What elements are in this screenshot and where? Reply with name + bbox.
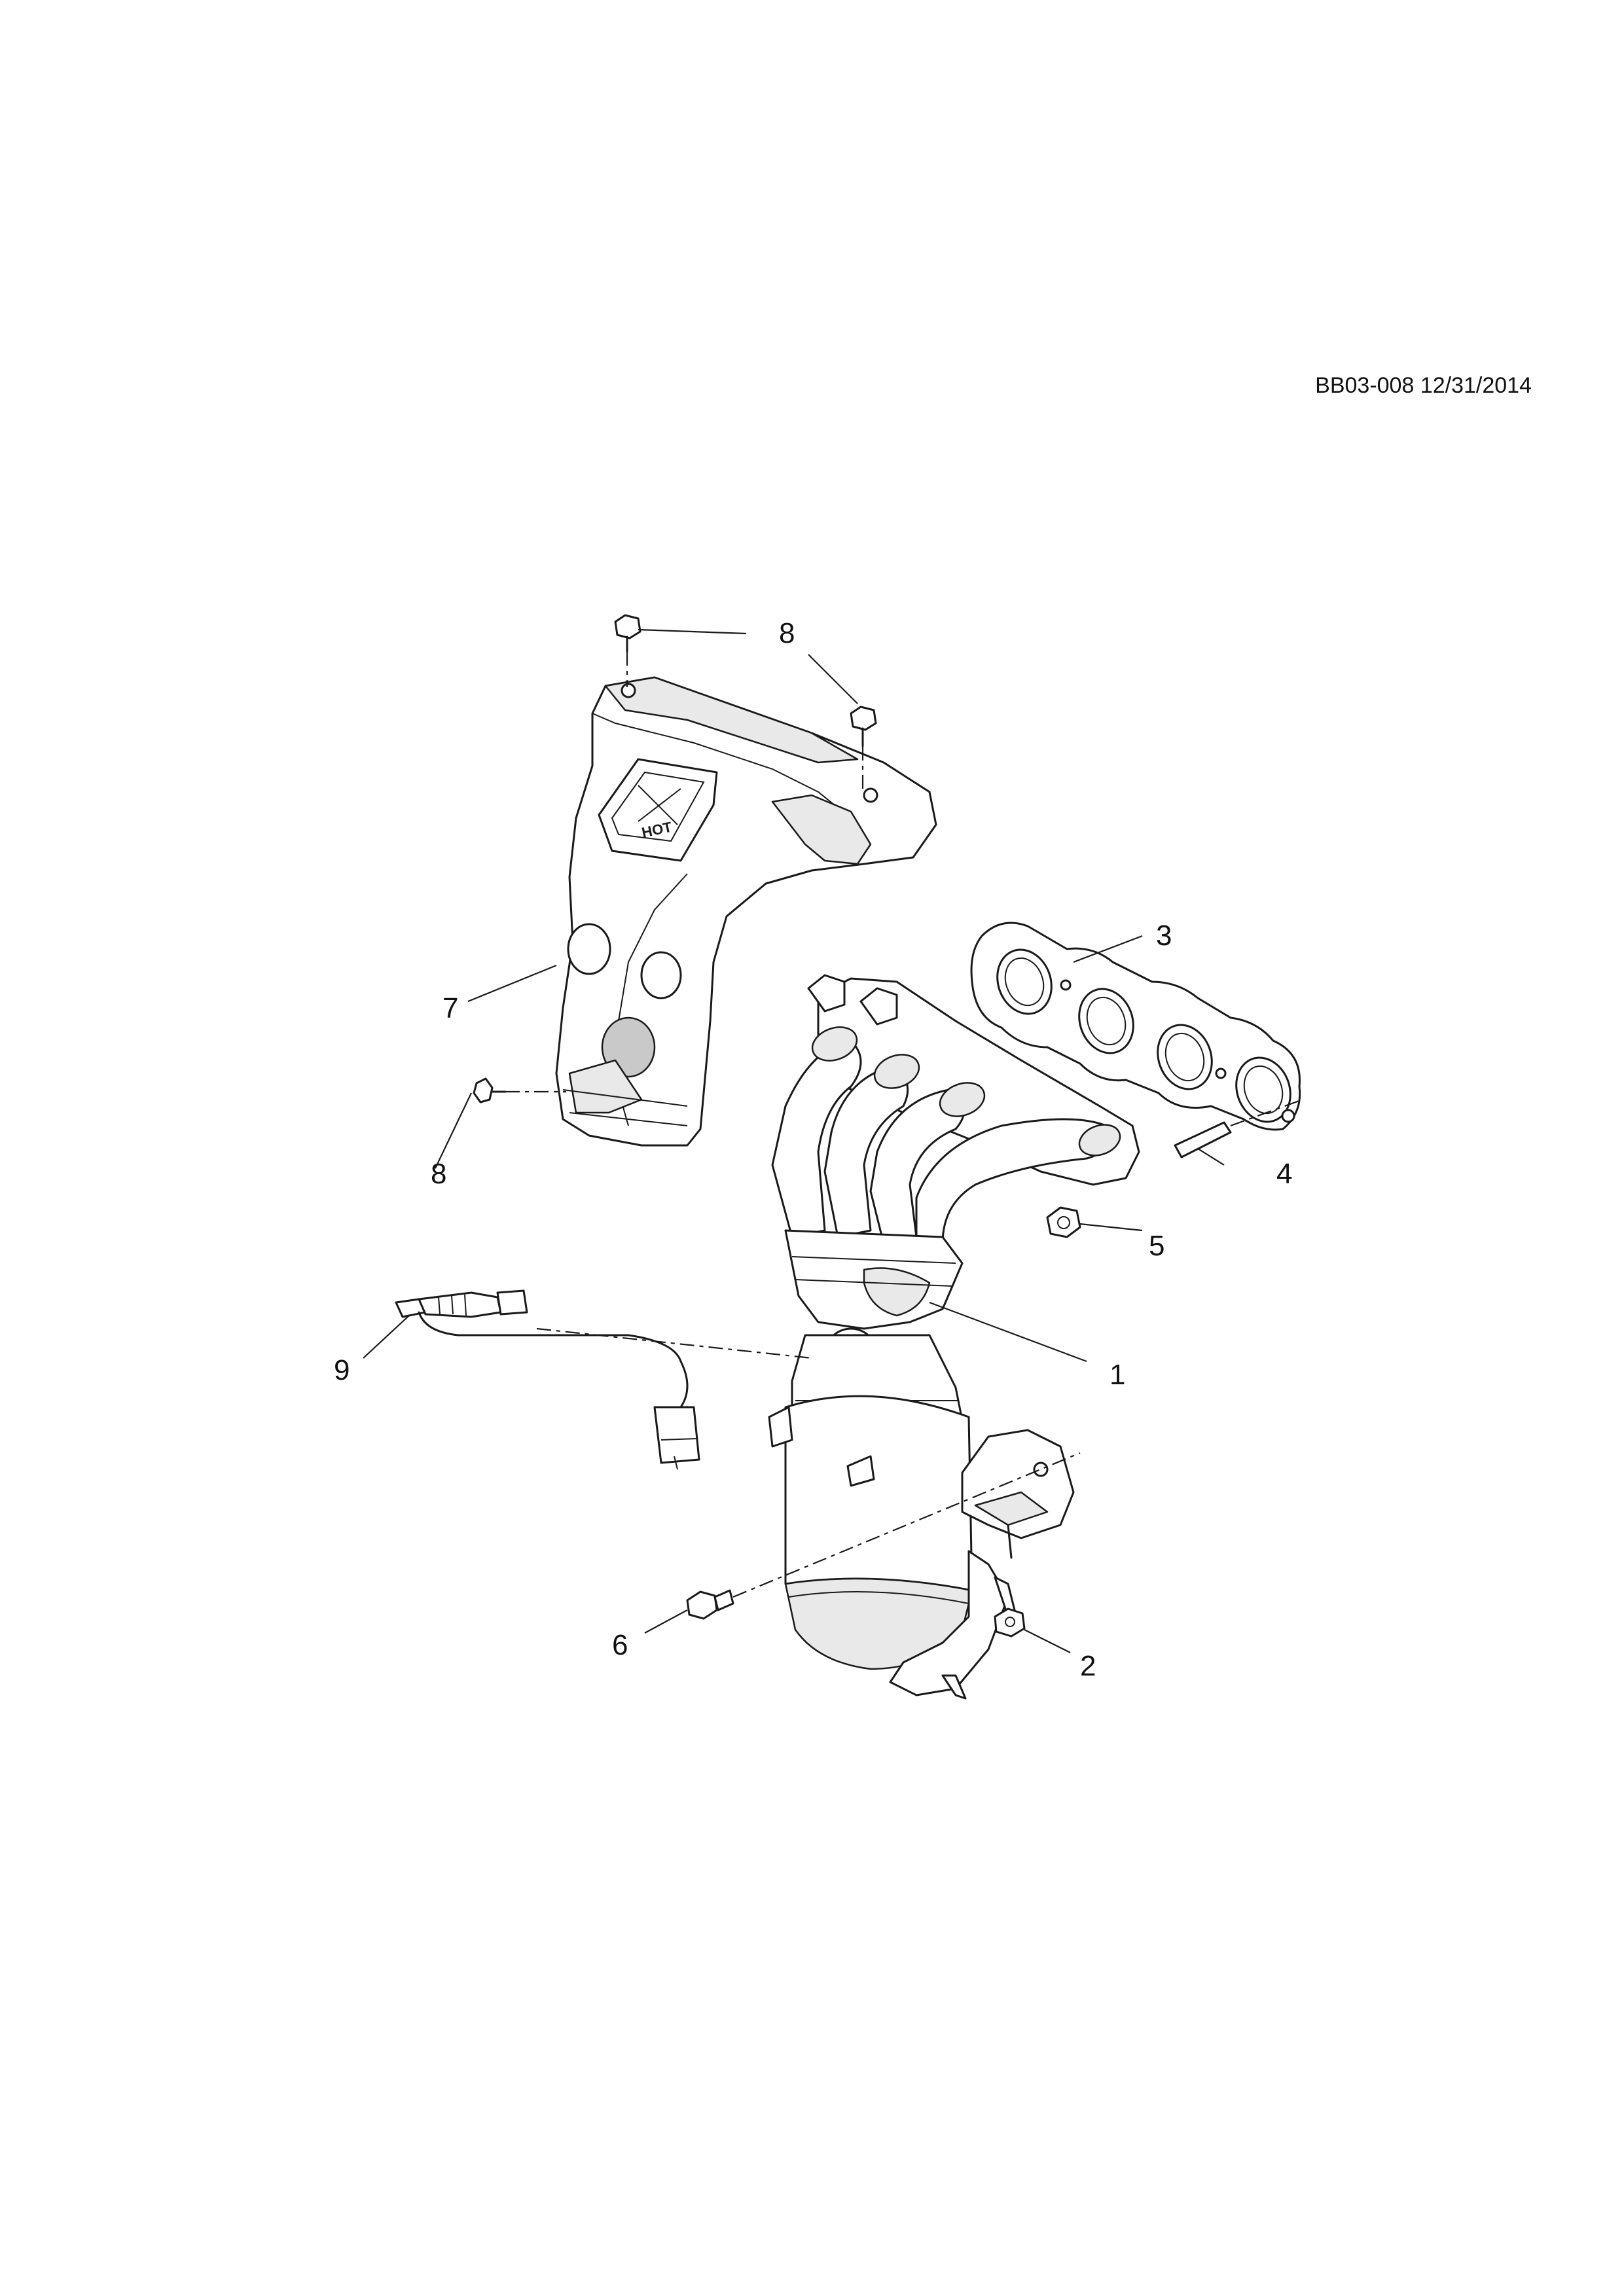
callout-6: 6 — [612, 1629, 628, 1661]
leader-6 — [644, 1609, 688, 1634]
bracket-nut — [994, 1607, 1026, 1638]
leader-9 — [363, 1315, 410, 1359]
leader-8b — [435, 1092, 472, 1169]
leader-2 — [1024, 1629, 1071, 1653]
leader-7 — [467, 964, 557, 1003]
manifold-nut — [1046, 1206, 1081, 1238]
shield-hole — [567, 923, 611, 975]
leader-5 — [1079, 1223, 1143, 1232]
callout-2: 2 — [1080, 1650, 1096, 1682]
heat-shield-bolt-side — [473, 1077, 566, 1103]
diagram-reference: BB03-008 12/31/2014 — [1315, 373, 1532, 398]
manifold-gasket — [970, 922, 1301, 1131]
callout-9: 9 — [334, 1354, 350, 1386]
callout-3: 3 — [1156, 920, 1172, 952]
shield-hole — [640, 951, 682, 999]
heat-shield: HOT — [555, 676, 937, 1147]
callout-7: 7 — [442, 992, 458, 1024]
leader-8a-2 — [808, 654, 858, 704]
callout-8-side: 8 — [431, 1158, 446, 1190]
leader-8a — [638, 628, 747, 635]
heat-shield-bolt-top-right — [850, 706, 877, 789]
bracket-bolt — [686, 1452, 1081, 1620]
leader-3 — [1073, 935, 1143, 963]
exhaust-manifold-catalytic-converter — [768, 974, 1140, 1700]
heat-shield-bolt-top-left — [614, 614, 641, 687]
leader-1 — [929, 1301, 1087, 1363]
callout-4: 4 — [1276, 1158, 1292, 1190]
hot-warning-label: HOT — [598, 758, 718, 862]
callout-8-top: 8 — [779, 617, 795, 649]
oxygen-sensor — [395, 1289, 812, 1470]
callout-1: 1 — [1110, 1359, 1125, 1391]
callout-5: 5 — [1149, 1230, 1164, 1262]
manifold-stud — [1174, 1098, 1303, 1158]
leader-4 — [1197, 1148, 1225, 1166]
